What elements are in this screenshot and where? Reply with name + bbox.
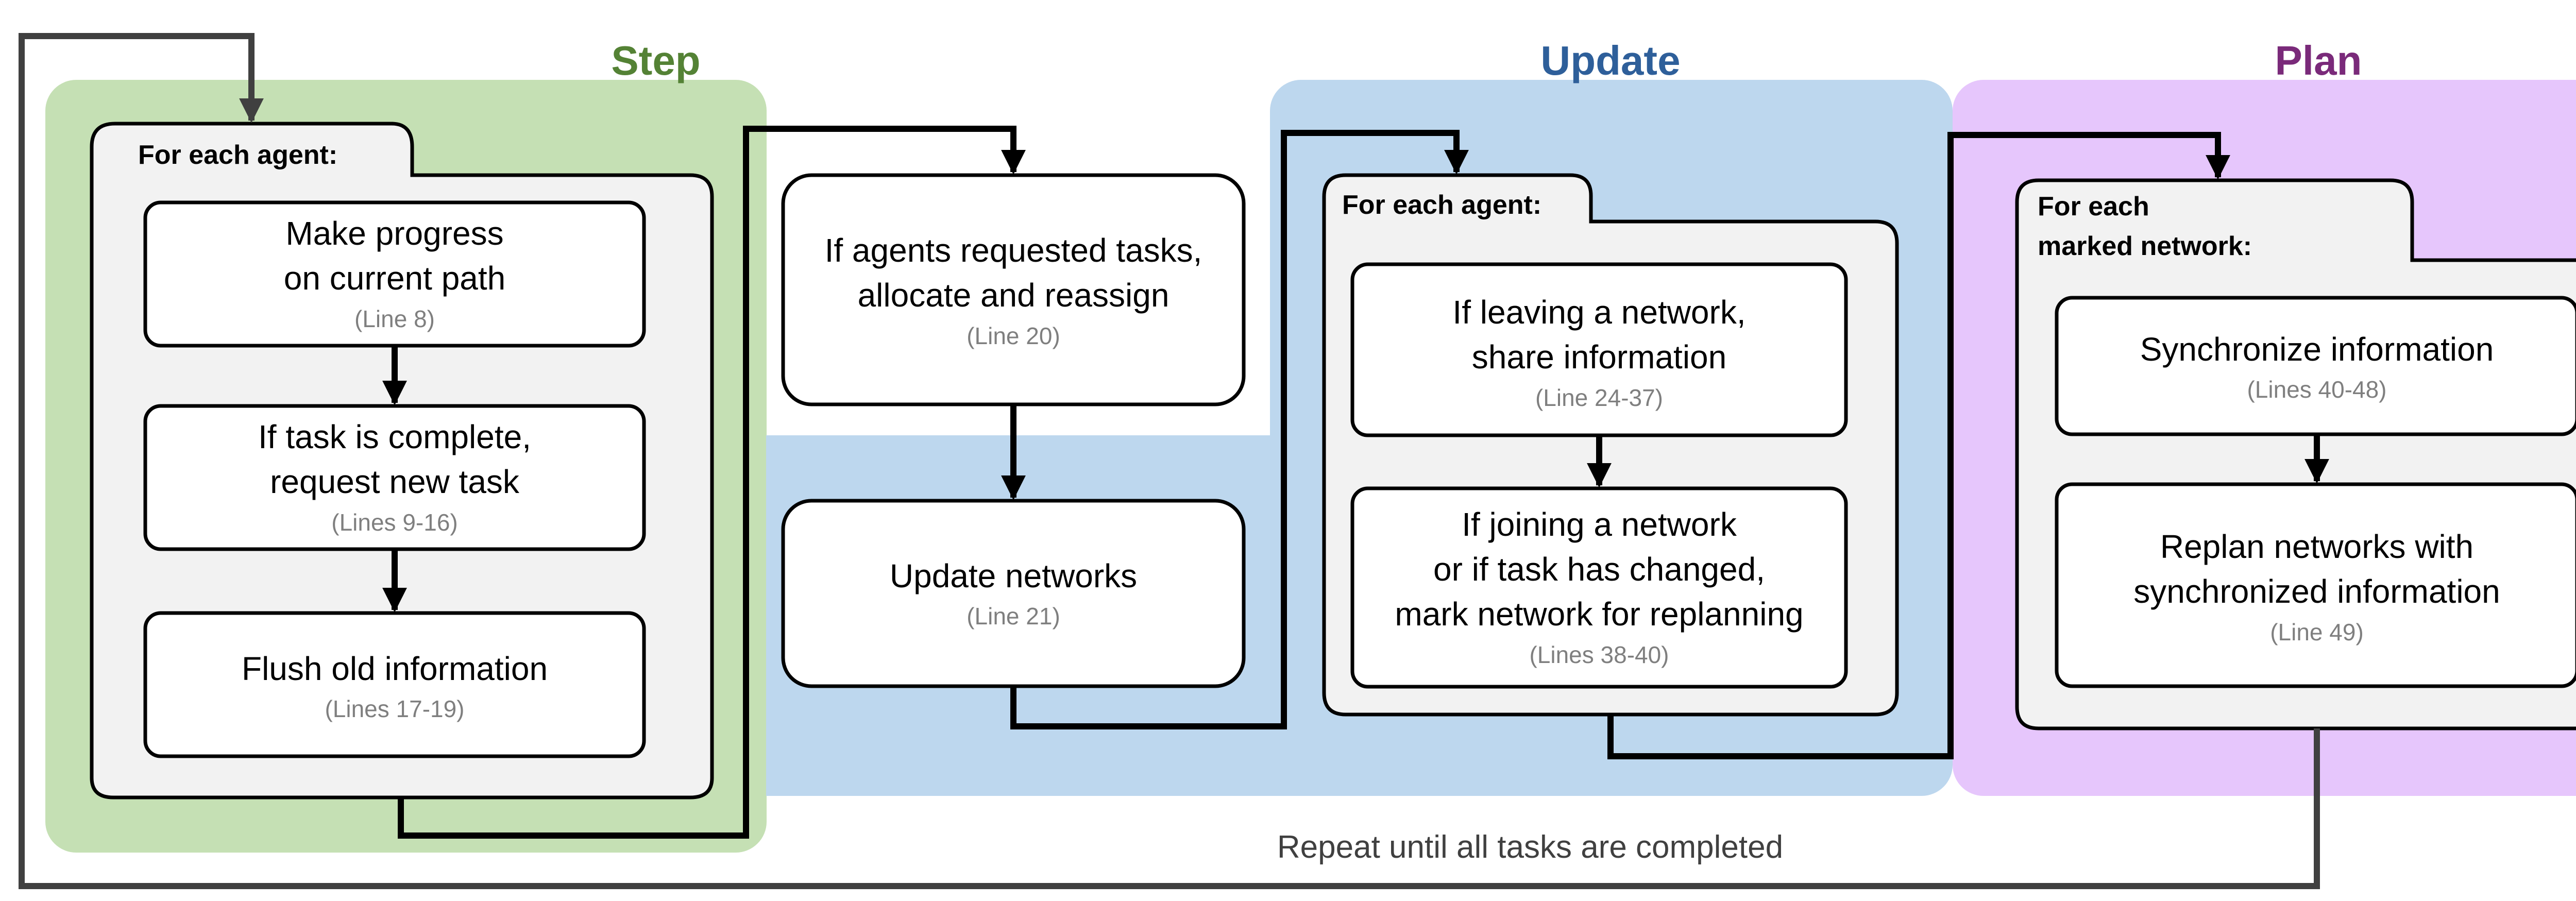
joining-network-ref: (Lines 38-40)	[1529, 641, 1669, 668]
request-task-line2: request new task	[270, 463, 520, 500]
leaving-network-ref: (Line 24-37)	[1535, 384, 1663, 411]
make-progress-line2: on current path	[284, 260, 506, 297]
synchronize-ref: (Lines 40-48)	[2247, 376, 2386, 403]
replan-line1: Replan networks with	[2160, 528, 2473, 565]
joining-network-line1: If joining a network	[1462, 506, 1737, 543]
repeat-label: Repeat until all tasks are completed	[1277, 829, 1783, 865]
joining-network-line2: or if task has changed,	[1433, 551, 1765, 588]
plan-phase-title: Plan	[2275, 38, 2362, 83]
plan-folder-label-1: For each	[2038, 192, 2149, 222]
replan-ref: (Line 49)	[2270, 619, 2364, 645]
allocate-line2: allocate and reassign	[858, 277, 1170, 314]
synchronize-line1: Synchronize information	[2140, 331, 2494, 368]
flush-info-box	[143, 611, 646, 758]
connector-update-to-plan	[1607, 132, 2230, 759]
request-task-line1: If task is complete,	[258, 418, 531, 455]
joining-network-line3: mark network for replanning	[1395, 596, 1803, 633]
step-folder-label: For each agent:	[138, 140, 337, 170]
leaving-network-line1: If leaving a network,	[1452, 294, 1745, 331]
make-progress-ref: (Line 8)	[354, 305, 435, 332]
connector-step-to-allocate	[398, 126, 1026, 839]
flush-info-ref: (Lines 17-19)	[325, 695, 464, 722]
update-networks-ref: (Line 21)	[967, 603, 1060, 630]
allocate-line1: If agents requested tasks,	[825, 232, 1202, 269]
make-progress-line1: Make progress	[285, 215, 503, 252]
joining-network-box	[1350, 486, 1848, 689]
update-networks-line1: Update networks	[890, 557, 1137, 594]
replan-line2: synchronized information	[2133, 573, 2500, 610]
leaving-network-line2: share information	[1472, 338, 1726, 376]
step-phase-title: Step	[611, 38, 700, 83]
update-folder-label: For each agent:	[1342, 190, 1541, 220]
request-task-ref: (Lines 9-16)	[331, 509, 457, 536]
update-phase-title: Update	[1540, 38, 1680, 83]
connector-update-to-folder	[1010, 130, 1469, 729]
repeat-loop-connector	[19, 33, 2320, 889]
flush-info-line1: Flush old information	[242, 650, 548, 687]
plan-folder-label-2: marked network:	[2038, 231, 2252, 261]
replan-box	[2055, 482, 2576, 688]
allocate-ref: (Line 20)	[967, 322, 1060, 349]
